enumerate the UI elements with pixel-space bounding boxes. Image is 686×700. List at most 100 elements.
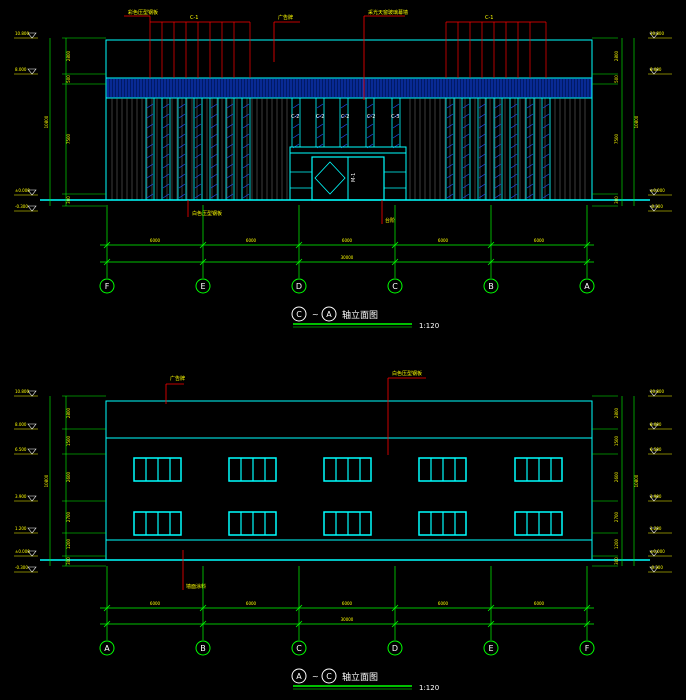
glass-hatch	[494, 143, 502, 149]
title-axis-start: C	[296, 310, 302, 319]
glass-hatch	[478, 133, 486, 139]
glass-hatch	[210, 143, 218, 149]
glass-hatch	[146, 193, 154, 199]
bottom-elevation-title: A ~ C 轴立面图 1:120	[291, 668, 439, 692]
glass-hatch	[510, 103, 518, 109]
glass-hatch	[162, 183, 170, 189]
title-axis-bubble	[321, 306, 337, 322]
glass-hatch	[292, 123, 300, 129]
glass-hatch	[542, 193, 550, 199]
glass-hatch	[146, 113, 154, 119]
glass-hatch	[462, 173, 470, 179]
glass-hatch	[542, 103, 550, 109]
glass-hatch	[242, 113, 250, 119]
glass-hatch	[494, 123, 502, 129]
grid-bubble	[99, 640, 115, 656]
dim-tick	[295, 620, 303, 628]
glass-hatch	[178, 143, 186, 149]
level-triangle	[27, 423, 37, 430]
dim-tick	[199, 620, 207, 628]
dim-tick	[487, 620, 495, 628]
glass-hatch	[226, 173, 234, 179]
glass-hatch	[194, 163, 202, 169]
glass-hatch	[178, 103, 186, 109]
level-triangle	[27, 205, 37, 212]
top-cladding-band	[105, 77, 593, 99]
glass-hatch	[446, 173, 454, 179]
grid-label: C	[392, 282, 398, 291]
overall-value: 10800	[634, 115, 639, 128]
segment-value: 2600	[66, 471, 71, 482]
glass-hatch	[242, 133, 250, 139]
glass-hatch	[478, 153, 486, 159]
dim-tick	[487, 241, 495, 249]
glass-hatch	[542, 123, 550, 129]
segment-value: 300	[614, 557, 619, 565]
glass-hatch	[162, 133, 170, 139]
glass-hatch	[226, 193, 234, 199]
glass-hatch	[542, 173, 550, 179]
segment-value: 2800	[66, 50, 71, 61]
glass-hatch	[340, 103, 348, 109]
dim-tick	[391, 241, 399, 249]
bottom-level-dimensions: 10.8008.0006.5003.9001.200±0.000-0.30028…	[14, 389, 672, 573]
segment-value: 2700	[66, 511, 71, 522]
glass-hatch	[340, 133, 348, 139]
glass-hatch	[226, 133, 234, 139]
title-scale: 1:120	[419, 322, 439, 330]
dim-tick	[583, 241, 591, 249]
dim-tick	[103, 258, 111, 266]
glass-hatch	[542, 153, 550, 159]
glass-hatch	[446, 143, 454, 149]
level-triangle	[27, 32, 37, 39]
segment-value: 2800	[614, 407, 619, 418]
glass-hatch	[542, 183, 550, 189]
glass-hatch	[210, 153, 218, 159]
dim-tick	[583, 620, 591, 628]
glass-hatch	[462, 153, 470, 159]
callout-skylight: 采光天窗玻璃幕墙	[368, 9, 408, 16]
level-value: 10.800	[15, 389, 29, 394]
glass-hatch	[194, 183, 202, 189]
glass-hatch	[242, 193, 250, 199]
glass-hatch	[194, 153, 202, 159]
glass-hatch	[242, 103, 250, 109]
dim-tick	[199, 258, 207, 266]
span-value: 6000	[342, 238, 353, 243]
level-triangle	[649, 205, 659, 212]
glass-hatch	[210, 113, 218, 119]
level-triangle	[649, 390, 659, 397]
title-tilde: ~	[312, 672, 319, 681]
title-text: 轴立面图	[342, 671, 378, 683]
glass-hatch	[542, 163, 550, 169]
glass-hatch	[462, 143, 470, 149]
dim-tick	[391, 604, 399, 612]
glass-hatch	[526, 123, 534, 129]
glass-hatch	[366, 113, 374, 119]
glass-hatch	[462, 193, 470, 199]
glass-hatch	[162, 173, 170, 179]
bottom-elevation: 广告牌 白色压型钢板 墙面涂料 10.8008.0006.5003.9001.2…	[14, 370, 672, 692]
title-axis-bubble	[321, 668, 337, 684]
door-leaf-left-diamond	[314, 161, 346, 195]
level-value: -0.300	[650, 565, 663, 570]
glass-hatch	[526, 143, 534, 149]
level-value: 3.900	[650, 494, 662, 499]
glass-hatch	[510, 143, 518, 149]
glass-hatch	[494, 163, 502, 169]
dim-tick	[487, 258, 495, 266]
overall-value: 10800	[634, 474, 639, 487]
dim-tick	[103, 620, 111, 628]
glass-hatch	[162, 163, 170, 169]
grid-label: B	[488, 282, 494, 291]
glass-hatch	[178, 113, 186, 119]
dim-tick	[103, 241, 111, 249]
segment-value: 2600	[614, 471, 619, 482]
glass-hatch	[494, 153, 502, 159]
level-value: ±0.000	[650, 549, 665, 554]
glass-hatch	[226, 113, 234, 119]
glass-hatch	[178, 153, 186, 159]
glass-hatch	[162, 143, 170, 149]
